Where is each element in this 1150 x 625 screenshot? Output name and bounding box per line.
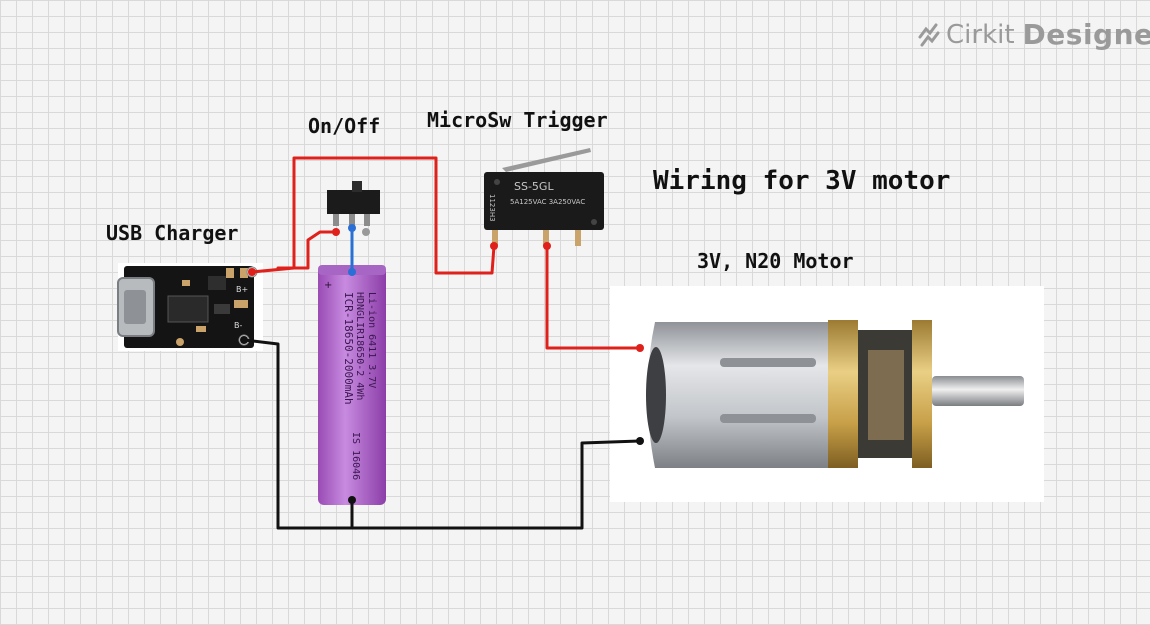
- microswitch-print-2: 5A125VAC 3A250VAC: [510, 198, 585, 206]
- n20-motor: [610, 286, 1044, 502]
- wire-microswitch-to-motor: [545, 244, 642, 350]
- battery-print-1: ICR-18650-2000mAh: [342, 292, 355, 405]
- battery-print-2: HDNGLIR18650-2 4Wh: [354, 292, 365, 400]
- micro-switch: SS-5GL 5A125VAC 3A250VAC 1123H3: [484, 148, 604, 246]
- battery-print-3: Li-ion 6411 3.7V: [366, 292, 377, 388]
- wire-switch-to-battery: [276, 230, 338, 270]
- battery-print-4: IS 16046: [350, 432, 361, 480]
- wire-charger-to-switch: [250, 156, 496, 275]
- svg-text:+: +: [324, 280, 332, 291]
- brand-name: Cirkit: [946, 19, 1015, 50]
- charger-pin-bplus: B+: [236, 285, 248, 294]
- brand-suffix: Designer: [1022, 18, 1150, 51]
- diagram-title: Wiring for 3V motor: [653, 166, 951, 196]
- slide-switch: [327, 181, 380, 226]
- wire-negative: [242, 338, 642, 530]
- battery-18650: + ICR-18650-2000mAh HDNGLIR18650-2 4Wh L…: [318, 265, 386, 505]
- microswitch-label: MicroSw Trigger: [427, 108, 608, 132]
- motor-label: 3V, N20 Motor: [697, 249, 854, 273]
- charger-pin-bminus: B-: [234, 321, 242, 330]
- wire-endpoints: [240, 224, 644, 504]
- wires: [242, 156, 642, 530]
- cirkit-logo-icon: [918, 23, 940, 46]
- switch-label: On/Off: [308, 114, 381, 138]
- microswitch-print-1: SS-5GL: [514, 180, 554, 193]
- brand-logo: Cirkit Designer: [916, 18, 1150, 51]
- microswitch-print-3: 1123H3: [488, 194, 496, 222]
- charger-label: USB Charger: [106, 221, 239, 245]
